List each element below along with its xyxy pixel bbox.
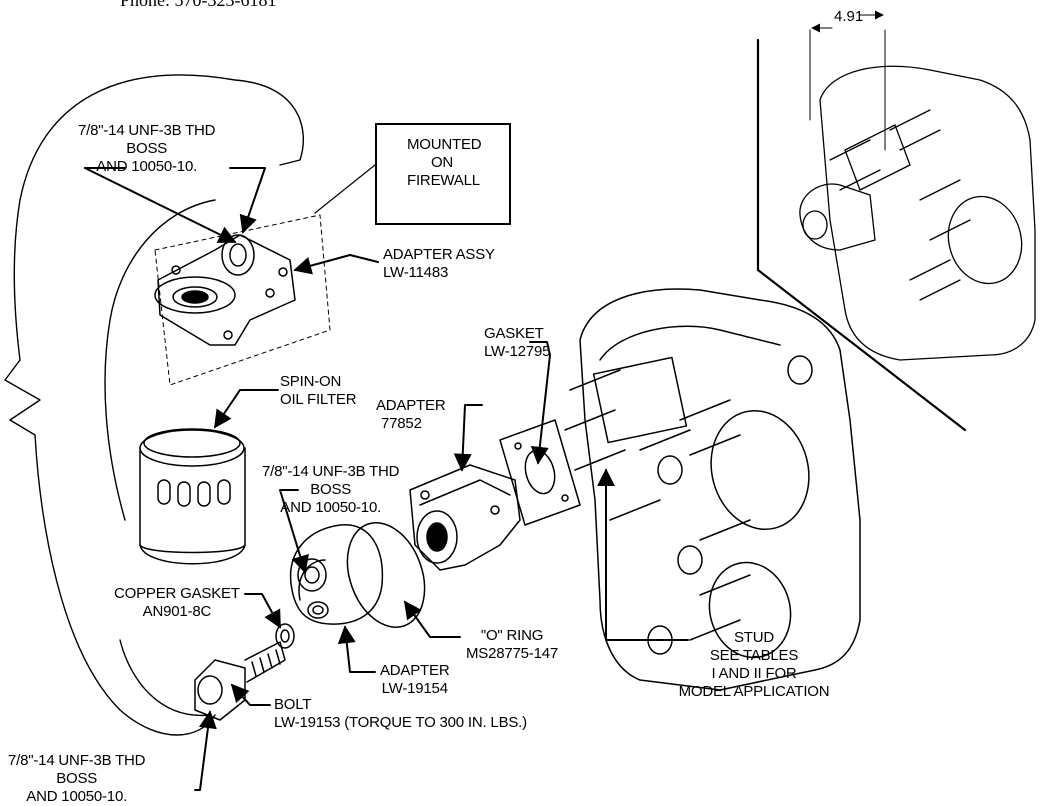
mounted-label: MOUNTED ON FIREWALL <box>407 136 482 190</box>
o-ring-line-1: "O" RING <box>480 627 544 644</box>
adapter-assy-label: ADAPTER ASSY LW-11483 <box>383 246 495 282</box>
boss-bottom-label: 7/8"-14 UNF-3B THD BOSS AND 10050-10. <box>8 752 146 806</box>
gasket-drawing <box>499 419 581 526</box>
boss-mid-line-1: 7/8"-14 UNF-3B THD <box>262 463 400 480</box>
inset-engine-drawing <box>799 65 1036 361</box>
boss-top-line-3: AND 10050-10. <box>96 158 198 175</box>
adapter-19154-line-2: LW-19154 <box>381 680 448 697</box>
gasket-line-1: GASKET <box>484 325 544 342</box>
bolt-line-1: BOLT <box>274 696 312 713</box>
adapter-assy-line-1: ADAPTER ASSY <box>383 246 495 263</box>
bolt-drawing <box>194 641 286 721</box>
adapter-assy-line-2: LW-11483 <box>383 264 449 281</box>
spin-on-label: SPIN-ON OIL FILTER <box>280 373 357 409</box>
o-ring-label: "O" RING MS28775-147 <box>466 627 558 663</box>
inset-frame <box>756 38 967 432</box>
stud-line-4: MODEL APPLICATION <box>678 683 830 700</box>
leader-lines <box>84 164 689 791</box>
adapter-77852-line-1: ADAPTER <box>376 397 446 414</box>
engine-case-drawing <box>564 288 861 691</box>
boss-top-label: 7/8"-14 UNF-3B THD BOSS AND 10050-10. <box>78 122 216 176</box>
o-ring-drawing <box>346 522 426 628</box>
routing-loop-outline <box>4 74 304 736</box>
stud-line-1: STUD <box>733 629 775 646</box>
stud-label: STUD SEE TABLES I AND II FOR MODEL APPLI… <box>674 629 834 701</box>
dimension-label: 4.91 <box>834 8 864 25</box>
adapter-77852-drawing <box>409 464 521 571</box>
adapter-assy-drawing <box>154 234 296 346</box>
copper-line-2: AN901-8C <box>142 603 212 620</box>
o-ring-line-2: MS28775-147 <box>466 645 559 662</box>
mounted-line-2: ON <box>430 154 454 171</box>
stud-line-3: I AND II FOR <box>711 665 797 682</box>
firewall-plate <box>154 214 331 386</box>
spin-on-line-2: OIL FILTER <box>280 391 357 408</box>
copper-gasket-drawing <box>275 623 295 649</box>
oil-filter-drawing <box>139 428 246 565</box>
bolt-line-2: LW-19153 (TORQUE TO 300 IN. LBS.) <box>274 714 527 731</box>
copper-gasket-label: COPPER GASKET AN901-8C <box>114 585 240 621</box>
spin-on-line-1: SPIN-ON <box>280 373 342 390</box>
boss-mid-line-2: BOSS <box>310 481 352 498</box>
bolt-label: BOLT LW-19153 (TORQUE TO 300 IN. LBS.) <box>274 696 527 732</box>
mounted-line-3: FIREWALL <box>407 172 480 189</box>
boss-top-line-2: BOSS <box>126 140 168 157</box>
gasket-line-2: LW-12795 <box>484 343 551 360</box>
adapter-19154-drawing <box>290 524 384 625</box>
boss-bottom-line-2: BOSS <box>56 770 98 787</box>
stud-line-2: SEE TABLES <box>709 647 799 664</box>
gasket-label: GASKET LW-12795 <box>484 325 550 361</box>
adapter-77852-label: ADAPTER 77852 <box>376 397 446 433</box>
adapter-19154-label: ADAPTER LW-19154 <box>380 662 450 698</box>
adapter-77852-line-2: 77852 <box>381 415 422 432</box>
boss-mid-line-3: AND 10050-10. <box>280 499 382 516</box>
boss-top-line-1: 7/8"-14 UNF-3B THD <box>78 122 216 139</box>
copper-line-1: COPPER GASKET <box>114 585 240 602</box>
boss-bottom-line-3: AND 10050-10. <box>26 788 128 805</box>
mounted-line-1: MOUNTED <box>407 136 482 153</box>
routing-loop-inner <box>104 199 216 717</box>
inset-dimension <box>809 10 886 151</box>
adapter-19154-line-1: ADAPTER <box>380 662 450 679</box>
phone-header: Phone: 570-323-6181 <box>120 0 277 10</box>
boss-mid-label: 7/8"-14 UNF-3B THD BOSS AND 10050-10. <box>262 463 400 517</box>
mounted-box <box>375 123 511 225</box>
boss-bottom-line-1: 7/8"-14 UNF-3B THD <box>8 752 146 769</box>
